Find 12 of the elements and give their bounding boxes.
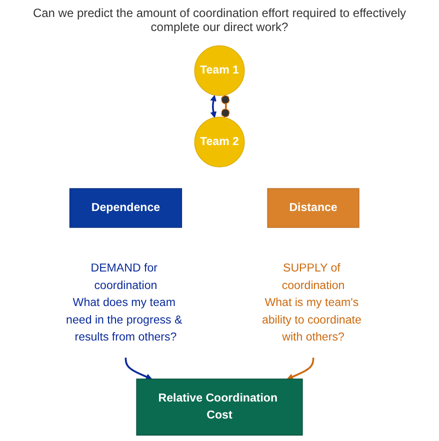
question-text: Can we predict the amount of coordination effort required to effectively complete our direct work? [32, 6, 408, 34]
node-box: Relative Coordination Cost [136, 378, 303, 436]
node-circle: Team 1 [194, 45, 245, 96]
node-box: Distance [267, 188, 360, 228]
node-text: SUPPLY of coordination What is my team's ability to coordinate with others? [262, 262, 362, 344]
node-circle: Team 2 [194, 116, 245, 168]
node-text: DEMAND for coordination What does my team need in the progress & results from others? [66, 262, 182, 344]
arrow [124, 357, 152, 380]
node-box: Dependence [69, 188, 182, 228]
arrow [210, 95, 217, 118]
arrow [286, 357, 314, 380]
connector [221, 94, 230, 118]
